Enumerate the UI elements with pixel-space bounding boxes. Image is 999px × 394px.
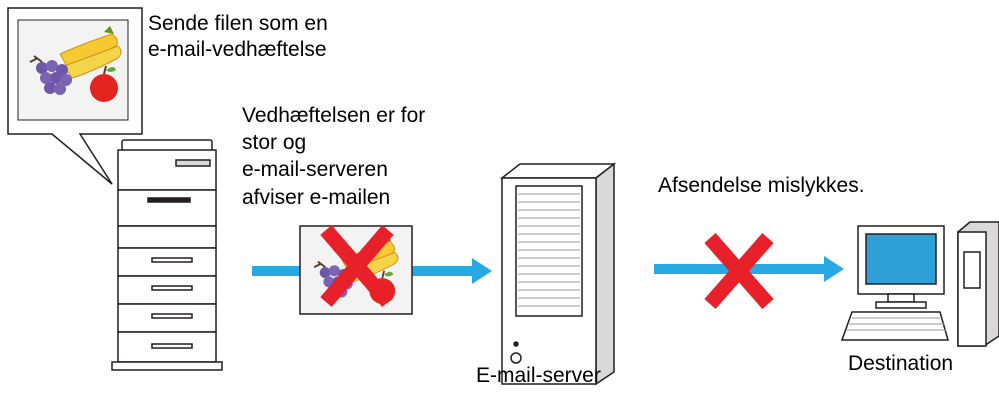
- arrow-icon-2: [654, 233, 844, 309]
- failed-caption: Afsendelse mislykkes.: [658, 174, 865, 197]
- reject-caption-line-3: e-mail-serveren: [242, 158, 388, 181]
- desktop-computer-icon: [840, 221, 999, 347]
- multifunction-printer-icon: [111, 139, 223, 371]
- speech-bubble: [7, 7, 143, 185]
- rejected-attachment: [299, 225, 413, 315]
- destination-label: Destination: [848, 352, 954, 375]
- reject-caption-line-1: Vedhæftelsen er for: [242, 104, 426, 127]
- reject-caption-line-4: afviser e-mailen: [242, 186, 391, 209]
- email-server-tower-icon: [499, 162, 617, 386]
- reject-caption-line-2: stor og: [242, 131, 307, 154]
- send-caption-line-1: Sende filen som en: [148, 12, 328, 35]
- red-x-cross-icon-2: [704, 233, 774, 309]
- red-x-cross-icon-1: [320, 225, 394, 307]
- server-label: E-mail-server: [476, 364, 601, 387]
- send-caption-line-2: e-mail-vedhæftelse: [148, 38, 327, 61]
